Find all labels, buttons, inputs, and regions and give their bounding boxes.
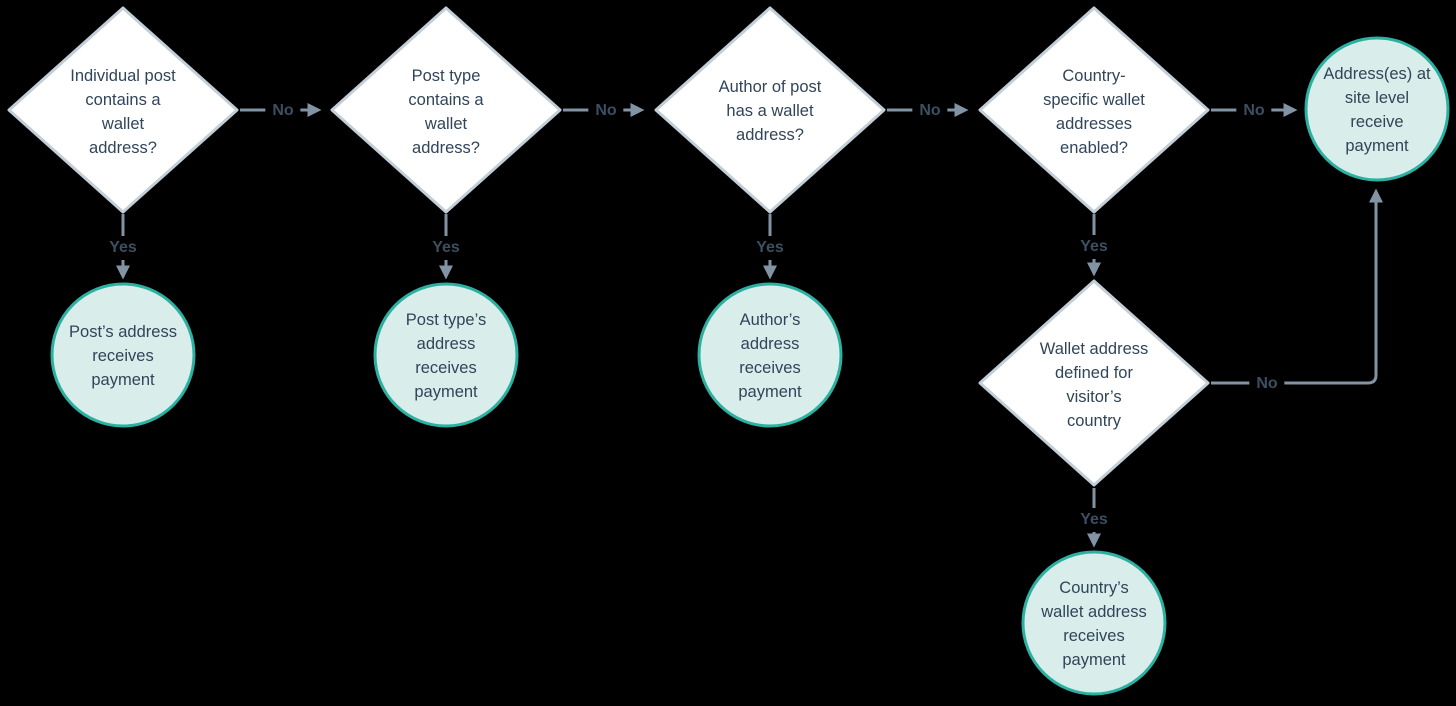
terminal-post-type-address-label: Post type’s address receives payment bbox=[405, 311, 487, 401]
edge-label-yes-d1-c1: Yes bbox=[102, 236, 144, 260]
decision-author-label: Author of post has a wallet address? bbox=[718, 78, 822, 144]
edge-label-no-d3-d4: No bbox=[912, 99, 948, 123]
edge-label-no-d1-d2: No bbox=[265, 99, 301, 123]
edge-label-yes-d2-c2: Yes bbox=[425, 236, 467, 260]
decision-visitor-country-shape bbox=[978, 279, 1210, 487]
decision-individual-post-label: Individual post contains a wallet addres… bbox=[70, 67, 176, 157]
decision-post-type-shape bbox=[330, 6, 562, 214]
terminal-site-level-address-label: Address(es) at site level receive paymen… bbox=[1323, 65, 1431, 155]
edge-no-d5-c4 bbox=[1211, 188, 1383, 385]
terminal-post-address-shape bbox=[50, 282, 196, 428]
edge-label-no-d2-d3: No bbox=[588, 99, 624, 123]
edge-label-no-d5-c4: No bbox=[1249, 372, 1285, 396]
terminal-site-level-address-shape bbox=[1304, 36, 1450, 182]
terminal-country-address-shape bbox=[1021, 550, 1167, 696]
edge-label-yes-d3-c3: Yes bbox=[749, 236, 791, 260]
terminal-post-type-address-shape bbox=[373, 282, 519, 428]
edge-label-no-d4-c4: No bbox=[1236, 99, 1272, 123]
terminal-author-address-label: Author’s address receives payment bbox=[738, 311, 802, 401]
decision-visitor-country-label: Wallet address defined for visitor’s cou… bbox=[1039, 340, 1149, 430]
decision-author-shape bbox=[654, 6, 886, 214]
edge-label-yes-d4-d5: Yes bbox=[1073, 235, 1115, 259]
decision-post-type-label: Post type contains a wallet address? bbox=[408, 67, 484, 157]
terminal-author-address-shape bbox=[697, 282, 843, 428]
terminal-post-address-label: Post’s address receives payment bbox=[69, 323, 177, 389]
edge-label-yes-d5-c5: Yes bbox=[1073, 508, 1115, 532]
terminal-country-address-label: Country’s wallet address receives paymen… bbox=[1041, 579, 1147, 669]
decision-country-enabled-shape bbox=[978, 6, 1210, 214]
decision-country-enabled-label: Country- specific wallet addresses enabl… bbox=[1043, 67, 1145, 157]
decision-individual-post-shape bbox=[7, 6, 239, 214]
